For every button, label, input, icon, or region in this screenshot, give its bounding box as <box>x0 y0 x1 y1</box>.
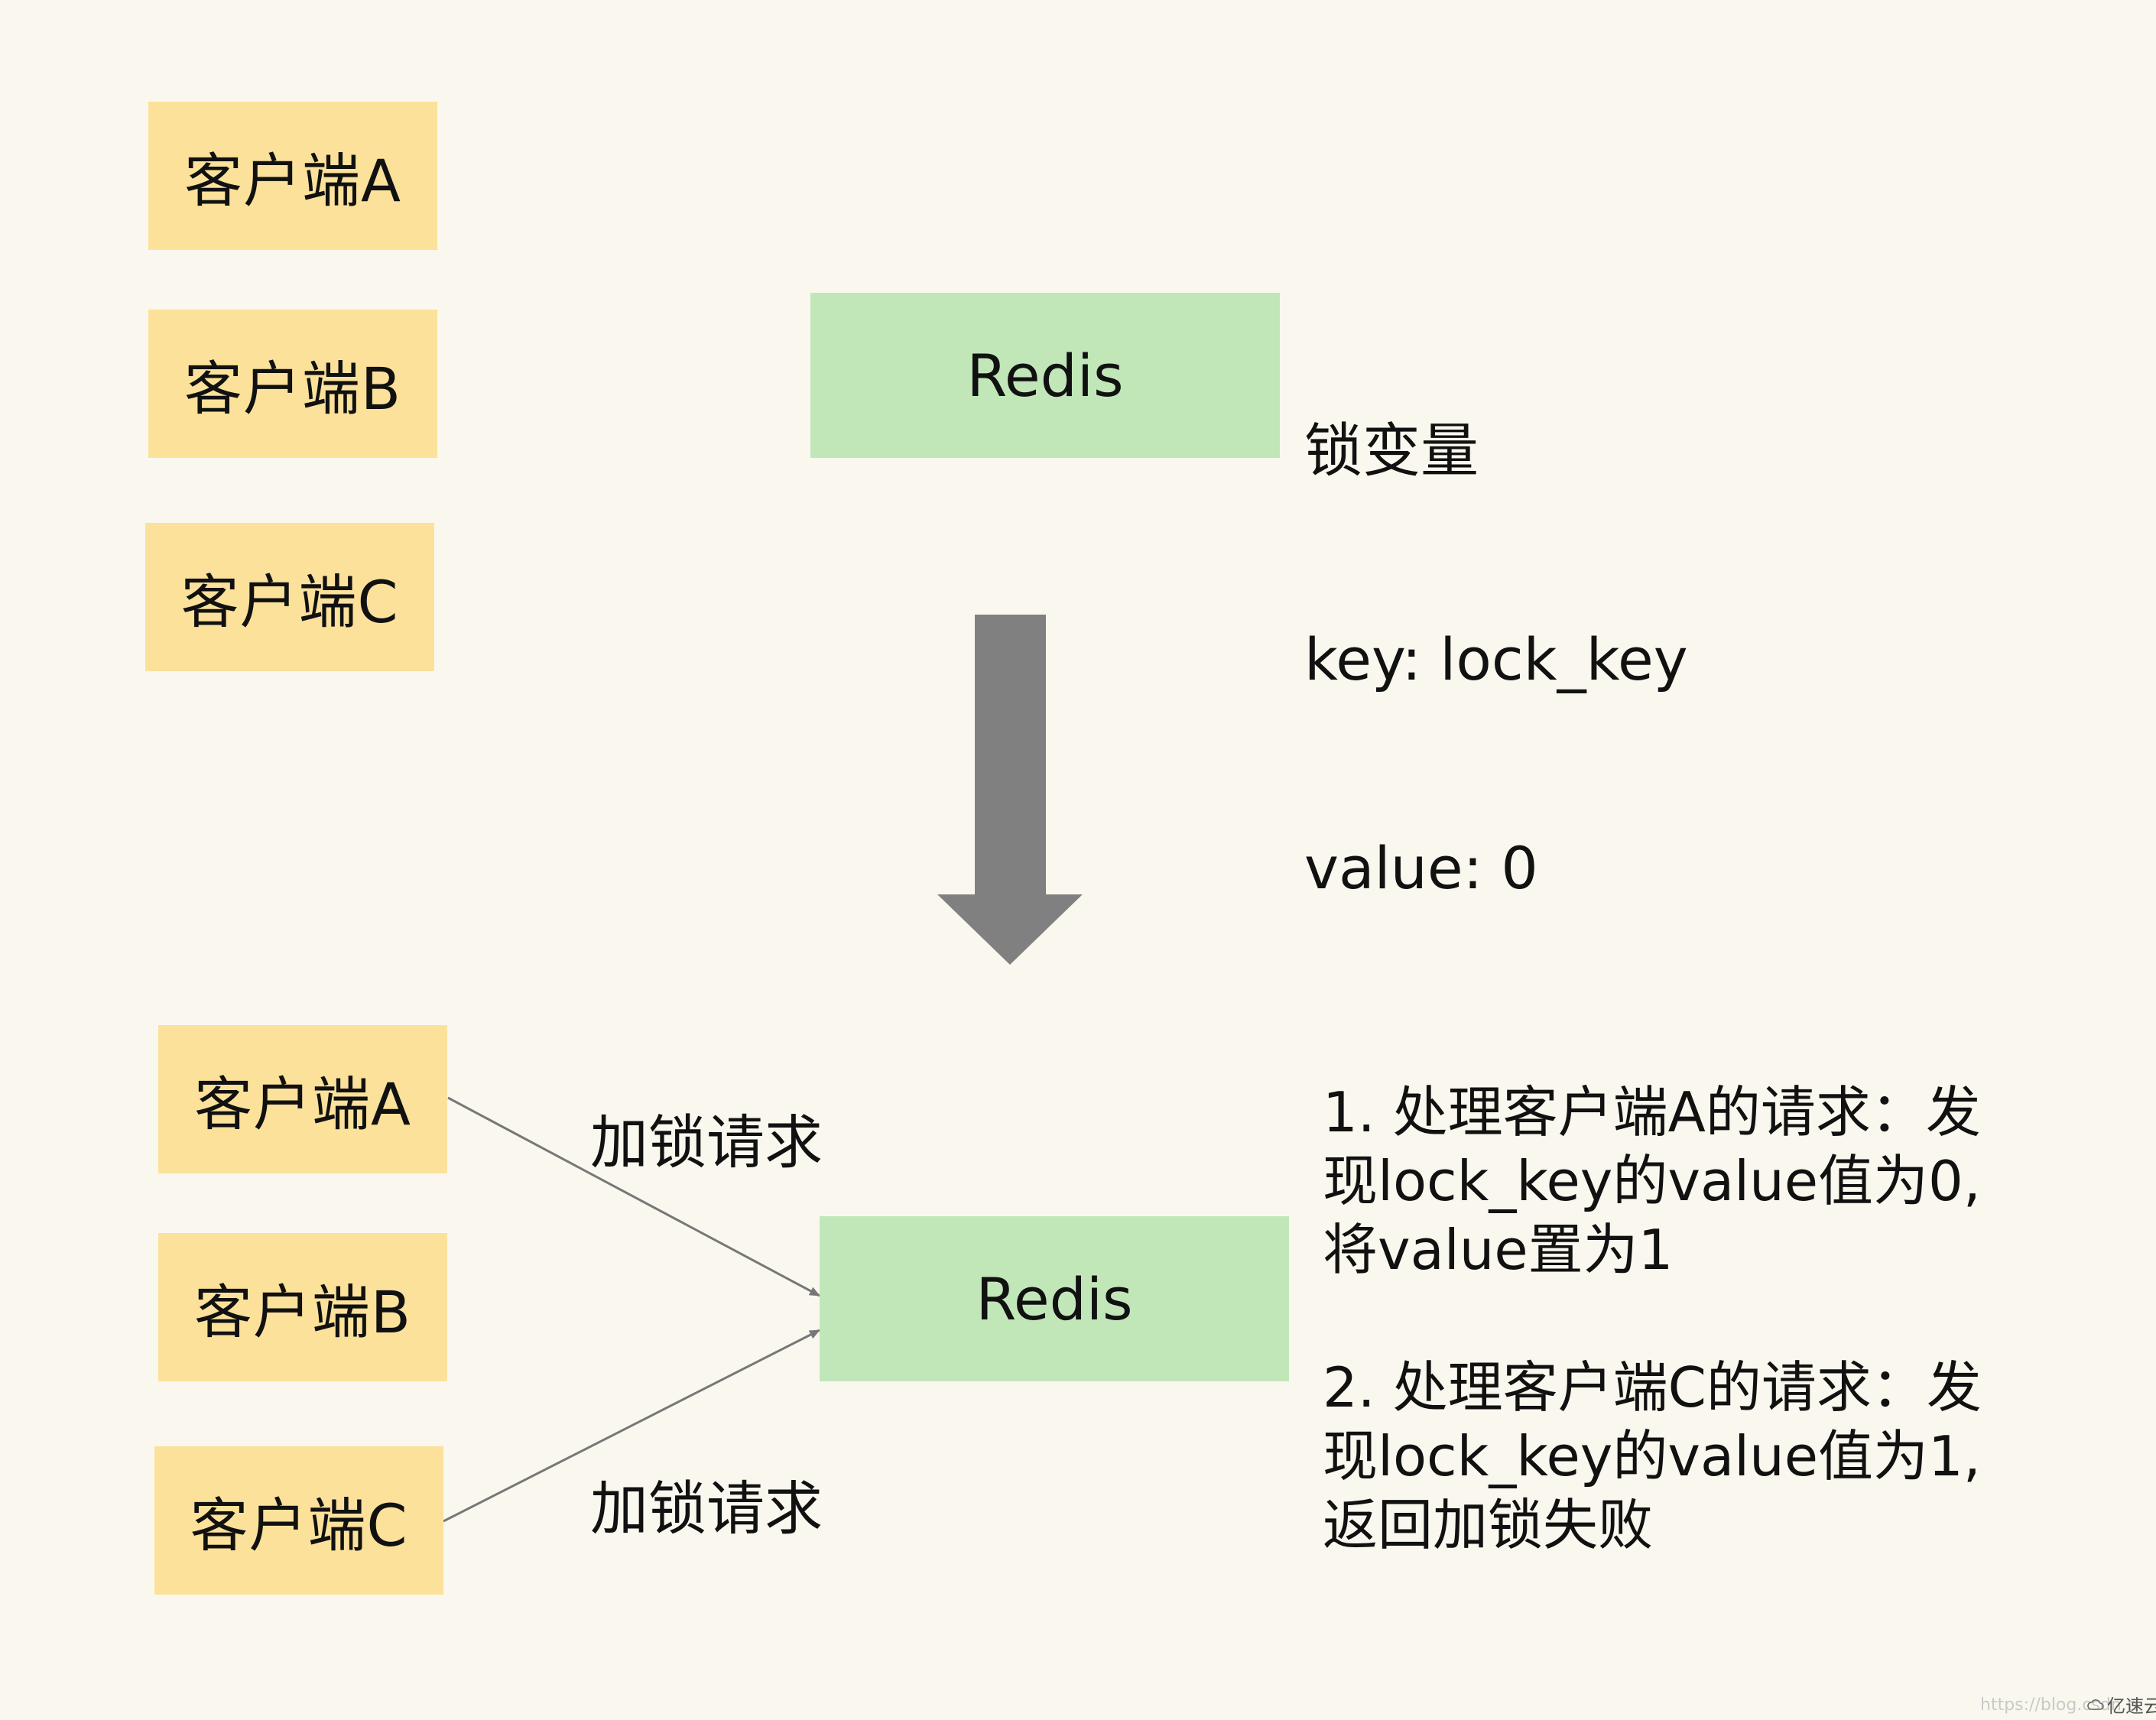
client-a-box-bottom: 客户端A <box>158 1025 447 1173</box>
request-arrow-c <box>443 1329 820 1523</box>
client-c-box-bottom: 客户端C <box>154 1446 443 1595</box>
client-b-box-bottom: 客户端B <box>158 1233 447 1381</box>
redis-box-top: Redis <box>810 293 1280 458</box>
client-a-box-top: 客户端A <box>148 102 437 250</box>
client-c-label: 客户端C <box>180 568 399 636</box>
logo-text: 亿速云 <box>2107 1696 2156 1717</box>
redis-label: Redis <box>976 1264 1133 1333</box>
client-c-box-top: 客户端C <box>145 523 434 671</box>
cloud-icon <box>2087 1699 2104 1710</box>
client-c-label: 客户端C <box>190 1491 408 1559</box>
request-arrow-a <box>447 1096 820 1297</box>
redis-box-bottom: Redis <box>820 1216 1289 1381</box>
lock-variable-info: 锁变量 key: lock_key value: 0 <box>1304 277 1688 972</box>
client-a-label: 客户端A <box>194 1070 411 1138</box>
lock-key-line: key: lock_key <box>1304 625 1688 693</box>
client-b-label: 客户端B <box>183 355 402 423</box>
client-a-label: 客户端A <box>184 147 401 215</box>
client-b-label: 客户端B <box>193 1278 412 1346</box>
site-logo: 亿速云 <box>2087 1691 2156 1718</box>
processing-step-2: 2. 处理客户端C的请求：发 现lock_key的value值为1, 返回加锁失… <box>1323 1355 1982 1557</box>
redis-label: Redis <box>966 341 1124 410</box>
processing-step-1: 1. 处理客户端A的请求：发 现lock_key的value值为0, 将valu… <box>1323 1080 1981 1282</box>
lock-variable-title: 锁变量 <box>1304 417 1479 485</box>
watermark-url: https://blog.csdn.n <box>1980 1696 2138 1715</box>
transition-down-arrow <box>937 615 1083 965</box>
lock-value-line: value: 0 <box>1304 834 1538 902</box>
lock-request-label-a: 加锁请求 <box>590 1108 823 1176</box>
client-b-box-top: 客户端B <box>148 310 437 458</box>
lock-request-label-c: 加锁请求 <box>590 1475 823 1543</box>
